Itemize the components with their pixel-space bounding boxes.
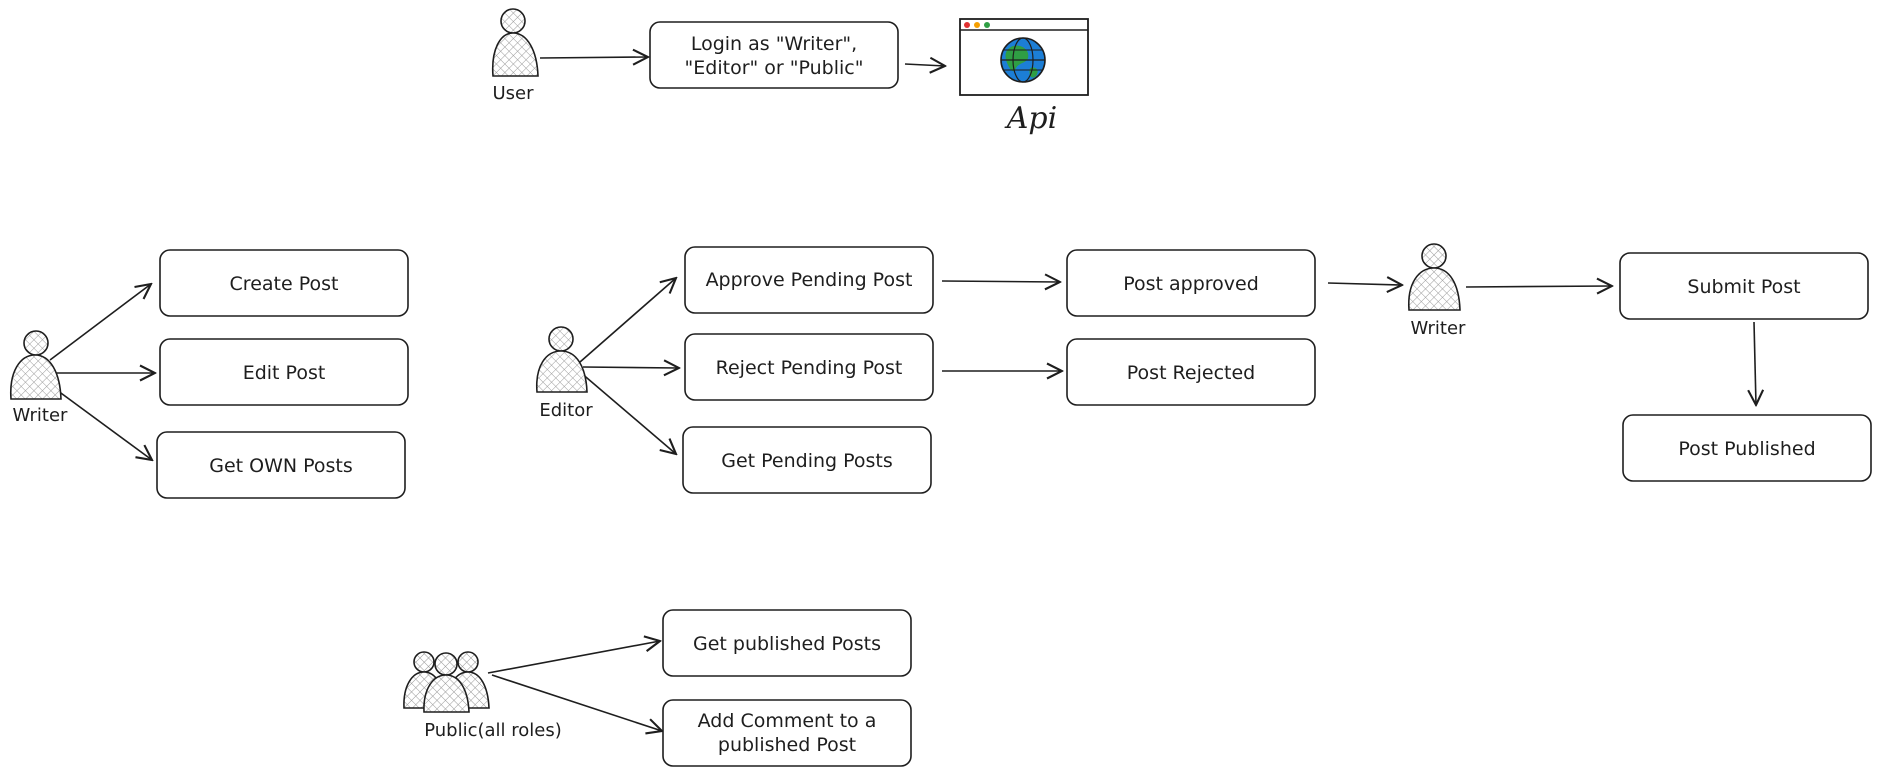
arrow-approved-to-writer	[1327, 283, 1402, 285]
api-label: Api	[1004, 101, 1057, 136]
actor-writer-right: Writer	[1408, 243, 1467, 339]
person-icon	[1408, 243, 1461, 311]
arrow-approve-to-approved	[941, 281, 1060, 282]
arrow-public-to-comment	[491, 674, 662, 731]
arrow-login-to-api	[904, 64, 945, 66]
actor-public: Public(all roles)	[403, 651, 562, 741]
node-post-published: Post Published	[1622, 414, 1872, 482]
arrows	[49, 57, 1756, 731]
actor-label-public: Public(all roles)	[424, 720, 562, 741]
node-approve-pending-post-label: Approve Pending Post	[706, 269, 913, 291]
node-create-post-label: Create Post	[230, 273, 339, 295]
person-icon	[10, 330, 62, 400]
actor-label-editor: Editor	[539, 400, 593, 421]
node-get-pending-posts: Get Pending Posts	[682, 426, 932, 494]
arrow-editor-to-approve	[579, 278, 676, 363]
node-get-published-posts: Get published Posts	[662, 609, 912, 677]
node-edit-post: Edit Post	[159, 338, 409, 406]
node-get-own-posts-label: Get OWN Posts	[209, 455, 353, 477]
actor-label-user: User	[492, 83, 534, 104]
actor-label-writer-right: Writer	[1411, 318, 1467, 339]
node-reject-pending-post-label: Reject Pending Post	[716, 357, 903, 379]
actor-editor: Editor	[536, 326, 593, 421]
node-post-rejected: Post Rejected	[1066, 338, 1316, 406]
arrow-editor-to-reject	[582, 367, 679, 368]
node-login: Login as "Writer", "Editor" or "Public"	[649, 21, 899, 89]
node-submit-post-label: Submit Post	[1687, 276, 1800, 298]
arrow-writer-to-submit	[1465, 286, 1612, 287]
node-post-published-label: Post Published	[1678, 438, 1815, 460]
node-edit-post-label: Edit Post	[243, 362, 326, 384]
actor-writer-left: Writer	[10, 330, 69, 426]
node-add-comment: Add Comment to a published Post	[662, 699, 912, 767]
person-icon	[536, 326, 588, 393]
node-login-line2: "Editor" or "Public"	[685, 57, 864, 79]
arrow-editor-to-getpending	[579, 371, 676, 454]
node-get-own-posts: Get OWN Posts	[156, 431, 406, 499]
node-add-comment-line2: published Post	[718, 734, 856, 756]
node-get-pending-posts-label: Get Pending Posts	[721, 450, 893, 472]
people-group-icon	[403, 651, 490, 713]
arrow-writer-to-create	[49, 284, 151, 361]
actor-user: User	[491, 8, 539, 104]
node-approve-pending-post: Approve Pending Post	[684, 246, 934, 314]
actor-label-writer-left: Writer	[13, 405, 69, 426]
node-reject-pending-post: Reject Pending Post	[684, 333, 934, 401]
node-post-approved: Post approved	[1066, 249, 1316, 317]
node-post-rejected-label: Post Rejected	[1127, 362, 1255, 384]
node-login-line1: Login as "Writer",	[691, 33, 857, 55]
node-add-comment-line1: Add Comment to a	[698, 710, 877, 732]
node-submit-post: Submit Post	[1619, 252, 1869, 320]
arrow-submit-to-published	[1754, 321, 1756, 405]
arrow-user-to-login	[539, 57, 648, 58]
node-create-post: Create Post	[159, 249, 409, 317]
api-node: Api	[959, 18, 1089, 136]
person-icon	[491, 8, 539, 77]
arrow-public-to-getpublished	[487, 641, 660, 674]
arrow-writer-to-getown	[49, 384, 152, 460]
browser-globe-icon	[959, 18, 1089, 96]
node-post-approved-label: Post approved	[1123, 273, 1259, 295]
node-get-published-posts-label: Get published Posts	[693, 633, 881, 655]
